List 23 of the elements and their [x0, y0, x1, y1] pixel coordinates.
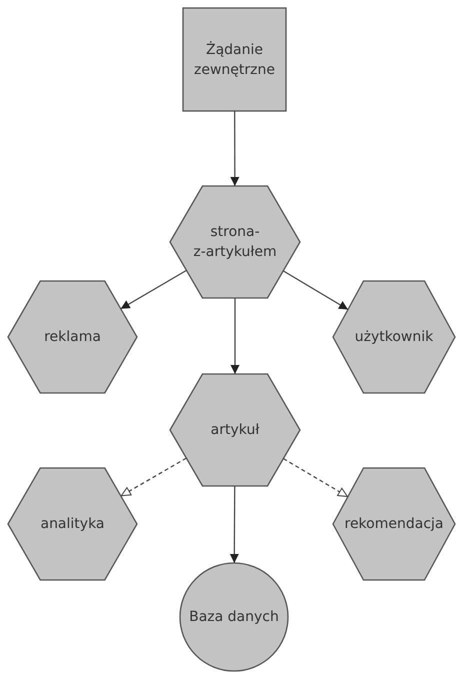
- process-hexagon: [8, 281, 137, 393]
- arrow: [230, 111, 240, 186]
- process-hexagon: [333, 281, 455, 393]
- process-hexagon: [8, 468, 137, 580]
- process-hexagon: [170, 186, 300, 298]
- arrow: [230, 298, 240, 374]
- process-hexagon: [170, 374, 300, 486]
- node-label: artykuł: [210, 421, 260, 440]
- database-circle: [180, 563, 288, 671]
- node-label: reklama: [43, 328, 102, 347]
- arrow: [283, 458, 348, 498]
- node-label: Żądanie zewnętrzne: [193, 40, 276, 80]
- node-label: rekomendacja: [344, 515, 444, 534]
- arrow: [120, 270, 187, 310]
- process-box: [183, 8, 286, 111]
- process-hexagon: [333, 468, 455, 580]
- arrow: [120, 458, 187, 497]
- arrow: [282, 270, 348, 310]
- arrow: [230, 486, 239, 563]
- node-label: strona- z-artykułem: [192, 223, 278, 262]
- node-label: analityka: [39, 515, 106, 534]
- node-label: Baza danych: [188, 608, 280, 627]
- node-label: użytkownik: [354, 328, 434, 347]
